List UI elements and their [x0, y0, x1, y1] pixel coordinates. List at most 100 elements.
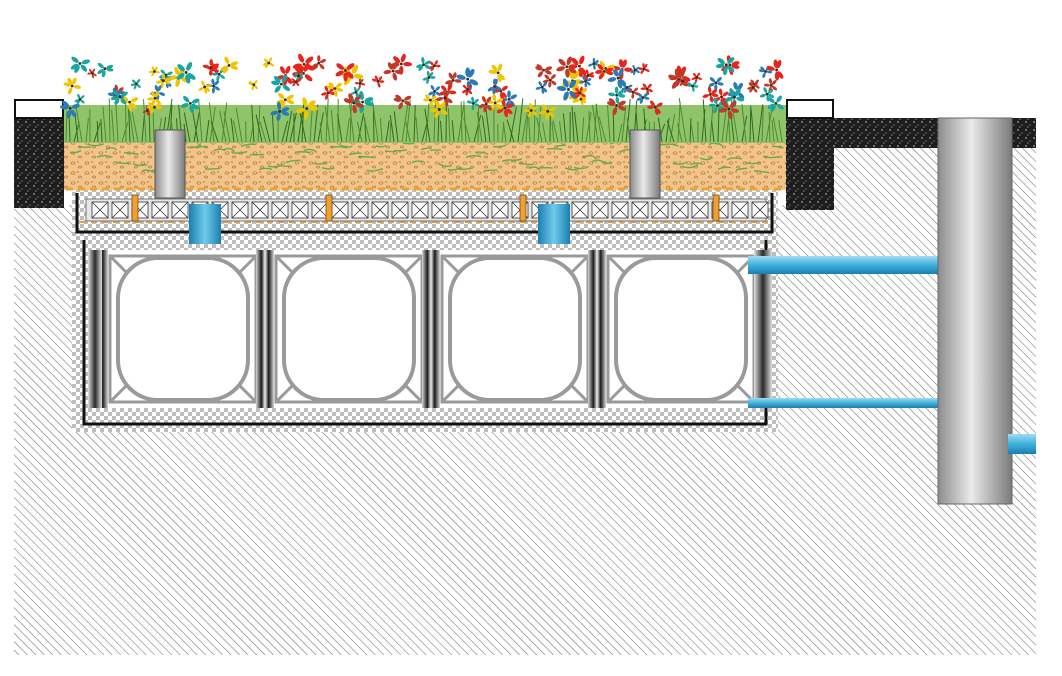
flower-petal: [214, 80, 220, 86]
flower-petal: [353, 86, 357, 92]
flower-petal: [702, 94, 710, 98]
flower: [290, 78, 301, 87]
flower-center: [540, 85, 544, 89]
flower-petal: [71, 56, 79, 63]
flower-petal: [528, 103, 533, 110]
grass-blade: [393, 111, 399, 143]
grass-blade: [424, 108, 431, 143]
root-stroke: [690, 162, 703, 166]
flower-petal: [768, 97, 775, 103]
flower-petal: [777, 103, 784, 110]
grass-blade: [131, 112, 139, 143]
flower: [130, 79, 141, 90]
grass-blade: [301, 98, 305, 143]
flower-petal: [648, 88, 653, 93]
grass-blade: [690, 120, 695, 143]
flower-center: [352, 101, 356, 105]
flower-center: [503, 106, 507, 110]
flower: [423, 94, 438, 108]
flower-petal: [346, 71, 354, 79]
grass-blade: [571, 106, 575, 143]
asphalt-right-block: [786, 118, 834, 210]
grass-blade: [772, 117, 779, 143]
flower-petal: [536, 64, 543, 70]
flower-petal: [627, 88, 631, 93]
flower-petal: [319, 58, 326, 64]
flower: [311, 55, 326, 70]
flower-petal: [214, 86, 220, 91]
flower-petal: [429, 61, 434, 66]
grass-blade: [285, 110, 293, 143]
grass-blade: [281, 120, 289, 143]
flower-petal: [707, 86, 712, 94]
flower-petal: [222, 66, 229, 74]
flower-petal: [542, 87, 548, 93]
flower-petal: [378, 76, 383, 81]
flower-petal: [462, 84, 467, 89]
flower-center: [714, 81, 718, 85]
module-column: [88, 250, 102, 408]
flower-petal: [488, 69, 497, 75]
flower-petal: [72, 77, 77, 85]
flower-petal: [612, 107, 618, 116]
flower-petal: [506, 108, 513, 115]
flower-petal: [328, 82, 335, 88]
flower: [535, 81, 548, 94]
flower-petal: [733, 81, 738, 90]
flower: [146, 102, 163, 114]
drainage-cell-cross: [751, 201, 769, 219]
flower-center: [433, 90, 436, 93]
flower-center: [128, 100, 132, 104]
grass-blade: [527, 107, 531, 143]
flower-petal: [130, 102, 137, 109]
flower: [270, 101, 290, 122]
flower-petal: [164, 77, 171, 82]
root-stroke: [762, 155, 779, 159]
flower-petal: [435, 100, 440, 108]
flower-center: [499, 89, 503, 93]
grass-blade: [581, 117, 585, 143]
flower-petal: [535, 86, 542, 90]
flower: [176, 62, 196, 84]
flower-petal: [67, 87, 73, 95]
flower-petal: [155, 99, 161, 105]
flower: [97, 62, 114, 78]
flower-petal: [73, 85, 82, 89]
flower-petal: [308, 106, 319, 111]
flower-petal: [334, 89, 338, 97]
flower: [607, 98, 626, 116]
drainage-cell-cross: [491, 201, 509, 219]
flower: [248, 80, 258, 91]
flower-petal: [421, 56, 425, 64]
flower-petal: [647, 105, 654, 109]
flower-center: [653, 105, 657, 109]
flower-petal: [303, 110, 309, 120]
module-diagonal: [108, 254, 258, 404]
flower-petal: [579, 86, 583, 92]
flower: [456, 67, 479, 91]
root-stroke: [393, 149, 408, 152]
grass-blade: [612, 111, 615, 143]
grass-blade: [463, 117, 471, 143]
grass-blade: [677, 123, 683, 143]
flower: [326, 82, 344, 97]
flower-petal: [448, 72, 453, 80]
flower-petal: [282, 84, 290, 92]
grass-blade: [345, 117, 350, 143]
drainage-cell-cross: [391, 201, 409, 219]
flower: [478, 96, 492, 113]
grass-blade: [750, 109, 755, 143]
drainage-cell-cross: [611, 201, 629, 219]
wick: [131, 194, 139, 222]
flower-petal: [423, 98, 430, 102]
drainage-cell-cross: [431, 201, 449, 219]
flower-petal: [142, 110, 147, 114]
flower: [354, 78, 366, 89]
flower: [747, 82, 758, 93]
grass-blade: [598, 116, 607, 143]
flower-petal: [679, 81, 683, 86]
flower: [271, 74, 290, 93]
flower-petal: [286, 94, 294, 100]
flower-petal: [305, 64, 315, 71]
flower-petal: [80, 99, 85, 104]
